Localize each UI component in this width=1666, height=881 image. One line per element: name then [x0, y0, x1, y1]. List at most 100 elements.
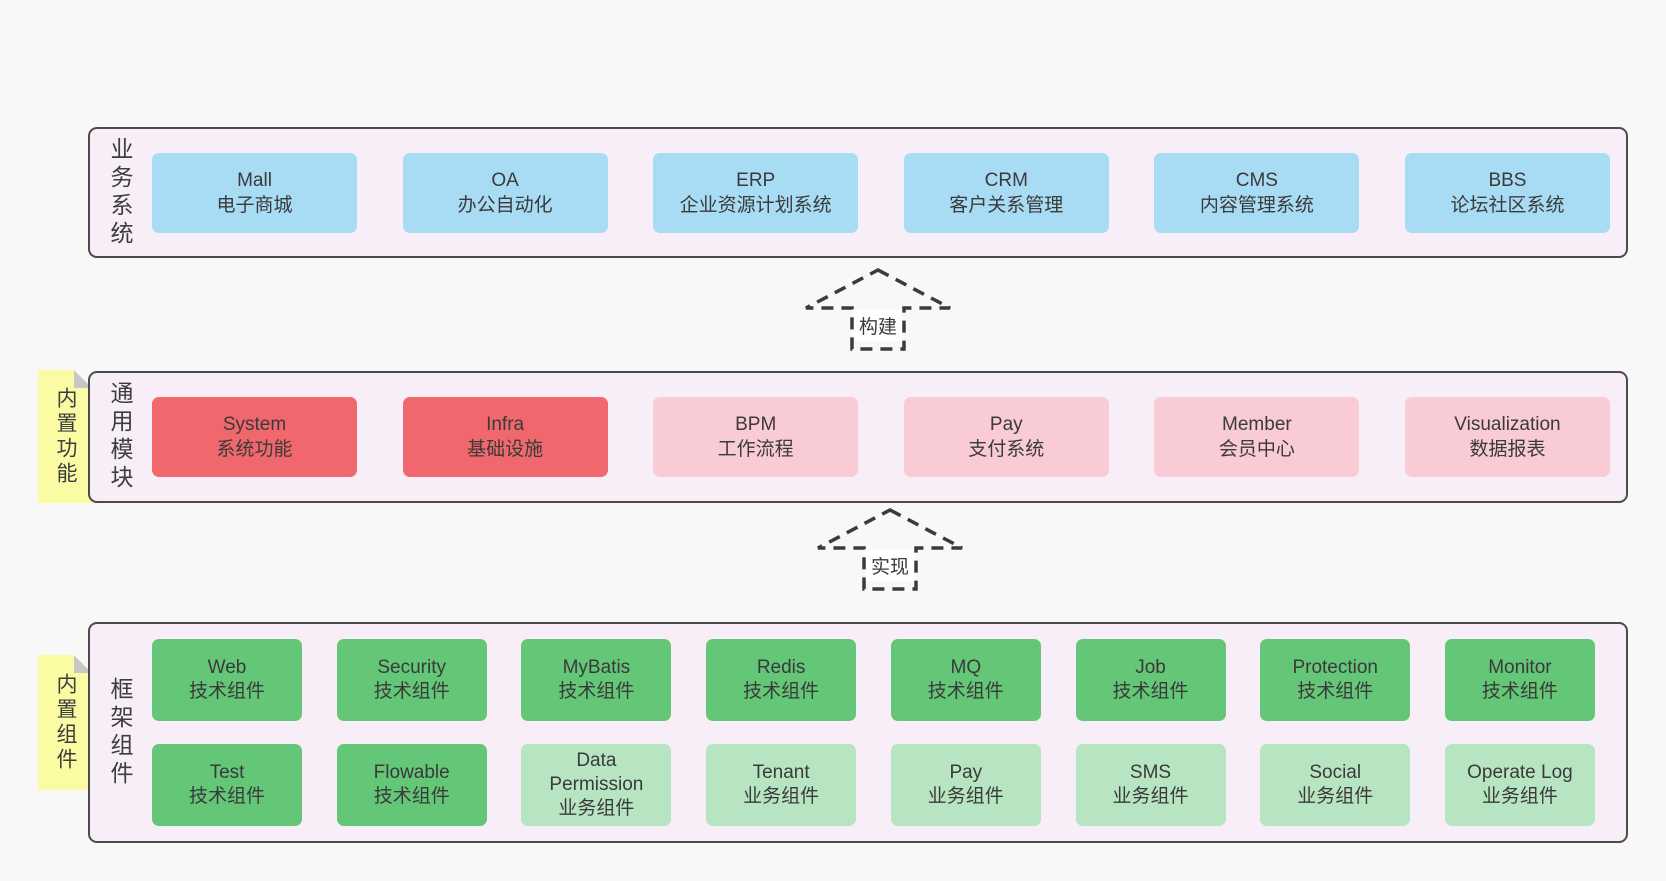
box-title: Security [377, 657, 447, 678]
box-title: System [222, 414, 287, 435]
box-title: OA [491, 169, 519, 191]
box-title: Test [209, 762, 245, 783]
box-title: Web [207, 657, 247, 678]
box-subtitle: 业务组件 [558, 798, 635, 819]
box-system: System 系统功能 [152, 397, 357, 477]
box-subtitle: 办公自动化 [457, 194, 553, 216]
box-title: Pay [949, 762, 983, 783]
box-test: Test 技术组件 [152, 744, 302, 826]
component-row-1: Web 技术组件 Security 技术组件 MyBatis 技术组件 Redi… [152, 639, 1595, 721]
box-title: Data Permission [549, 750, 644, 795]
box-subtitle: 业务组件 [1297, 786, 1374, 807]
box-subtitle: 内容管理系统 [1199, 194, 1314, 216]
box-monitor: Monitor 技术组件 [1444, 639, 1595, 721]
box-sms: SMS 业务组件 [1075, 744, 1226, 826]
box-tenant: Tenant 业务组件 [706, 744, 857, 826]
arrow-label-implement: 实现 [865, 550, 915, 581]
box-subtitle: 技术组件 [743, 681, 820, 702]
box-title: Social [1309, 762, 1362, 783]
dashed-up-arrow-icon [817, 508, 963, 591]
box-title: Job [1135, 657, 1166, 678]
box-subtitle: 业务组件 [1112, 786, 1189, 807]
box-subtitle: 技术组件 [1112, 681, 1189, 702]
box-subtitle: 技术组件 [927, 681, 1004, 702]
box-title: Flowable [373, 762, 450, 783]
arrow-label-build: 构建 [853, 310, 903, 341]
box-bpm: BPM 工作流程 [653, 397, 859, 477]
section-label-business-systems: 业务系统 [107, 136, 133, 249]
box-subtitle: 系统功能 [216, 439, 293, 460]
box-cms: CMS 内容管理系统 [1154, 152, 1360, 233]
box-title: Operate Log [1467, 762, 1573, 783]
box-subtitle: 支付系统 [968, 439, 1045, 460]
box-subtitle: 论坛社区系统 [1450, 194, 1565, 216]
box-subtitle: 技术组件 [1297, 681, 1374, 702]
box-security: Security 技术组件 [336, 639, 487, 721]
box-visualization: Visualization 数据报表 [1404, 397, 1610, 477]
box-subtitle: 技术组件 [373, 786, 450, 807]
box-subtitle: 业务组件 [1481, 786, 1558, 807]
box-title: ERP [736, 169, 776, 191]
business-box-row: Mall 电子商城 OA 办公自动化 ERP 企业资源计划系统 CRM 客户关系… [150, 129, 1626, 256]
box-title: Monitor [1488, 657, 1552, 678]
box-title: Protection [1292, 657, 1378, 678]
section-label-framework-components: 框架组件 [107, 676, 133, 789]
sticky-note-built-in-components: 内置组件 [38, 655, 92, 790]
box-title: BPM [735, 414, 777, 435]
box-mq: MQ 技术组件 [890, 639, 1041, 721]
box-member: Member 会员中心 [1154, 397, 1360, 477]
box-subtitle: 业务组件 [743, 786, 820, 807]
box-subtitle: 工作流程 [717, 439, 794, 460]
section-business-systems: 业务系统 Mall 电子商城 OA 办公自动化 ERP 企业资源计划系统 CRM… [88, 127, 1628, 258]
box-title: Mall [237, 169, 272, 191]
note-text: 内置功能 [54, 386, 77, 487]
box-title: Visualization [1454, 414, 1561, 435]
box-oa: OA 办公自动化 [402, 152, 608, 233]
box-title: BBS [1488, 169, 1527, 191]
box-subtitle: 技术组件 [373, 681, 450, 702]
box-title: Tenant [752, 762, 810, 783]
box-operate-log: Operate Log 业务组件 [1444, 744, 1595, 826]
implement-arrow: 实现 [816, 508, 964, 592]
box-title: CMS [1235, 169, 1278, 191]
build-arrow: 构建 [804, 268, 952, 352]
box-subtitle: 基础设施 [467, 439, 544, 460]
box-subtitle: 企业资源计划系统 [679, 194, 832, 216]
box-subtitle: 电子商城 [216, 194, 293, 216]
box-subtitle: 技术组件 [1481, 681, 1558, 702]
box-social: Social 业务组件 [1260, 744, 1411, 826]
box-subtitle: 技术组件 [558, 681, 635, 702]
box-bbs: BBS 论坛社区系统 [1404, 152, 1610, 233]
box-subtitle: 数据报表 [1469, 439, 1546, 460]
box-erp: ERP 企业资源计划系统 [653, 152, 859, 233]
box-title: MyBatis [562, 657, 631, 678]
box-subtitle: 客户关系管理 [949, 194, 1064, 216]
section-framework-components: 框架组件 Web 技术组件 Security 技术组件 MyBatis 技术组件… [88, 622, 1628, 843]
section-label-common-modules: 通用模块 [107, 381, 133, 493]
box-infra: Infra 基础设施 [402, 397, 608, 477]
box-title: CRM [984, 169, 1028, 191]
box-redis: Redis 技术组件 [706, 639, 857, 721]
box-title: Redis [756, 657, 806, 678]
sticky-note-built-in-features: 内置功能 [38, 370, 92, 503]
section-common-modules: 通用模块 System 系统功能 Infra 基础设施 BPM 工作流程 Pay… [88, 371, 1628, 503]
box-data-permission: Data Permission 业务组件 [521, 744, 672, 826]
module-box-row: System 系统功能 Infra 基础设施 BPM 工作流程 Pay 支付系统… [150, 373, 1626, 501]
box-subtitle: 技术组件 [188, 681, 265, 702]
box-title: SMS [1129, 762, 1172, 783]
box-title: MQ [950, 657, 982, 678]
box-pay-business: Pay 业务组件 [890, 744, 1041, 826]
component-box-grid: Web 技术组件 Security 技术组件 MyBatis 技术组件 Redi… [150, 624, 1626, 841]
component-row-2: Test 技术组件 Flowable 技术组件 Data Permission … [152, 744, 1595, 826]
box-pay: Pay 支付系统 [903, 397, 1109, 477]
box-mall: Mall 电子商城 [152, 152, 357, 233]
box-protection: Protection 技术组件 [1260, 639, 1411, 721]
box-subtitle: 业务组件 [927, 786, 1004, 807]
box-subtitle: 技术组件 [188, 786, 265, 807]
dashed-up-arrow-icon [805, 268, 951, 351]
box-flowable: Flowable 技术组件 [336, 744, 487, 826]
box-title: Pay [989, 414, 1023, 435]
note-text: 内置组件 [54, 672, 77, 773]
box-mybatis: MyBatis 技术组件 [521, 639, 672, 721]
box-web: Web 技术组件 [152, 639, 302, 721]
